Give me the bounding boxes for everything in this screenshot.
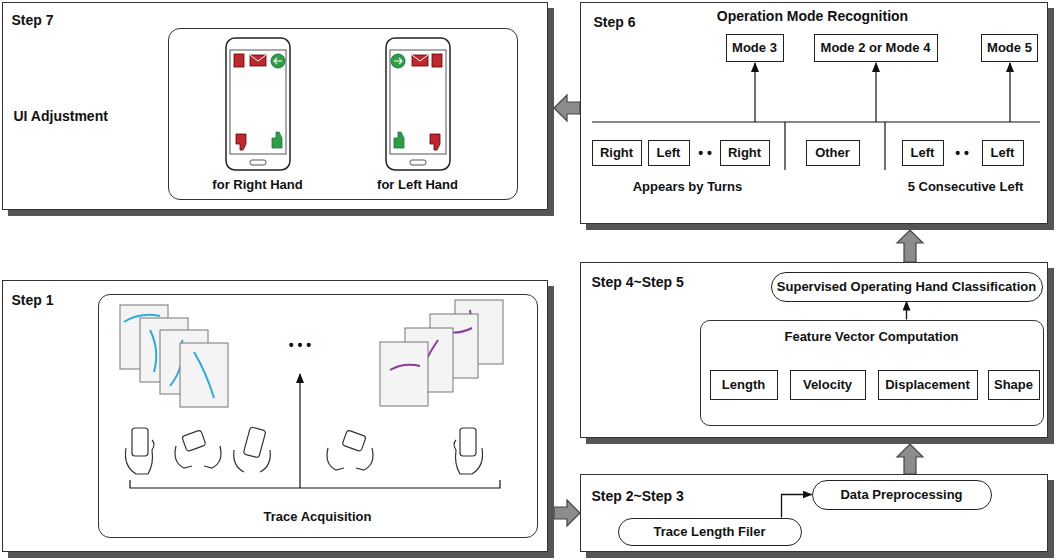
step-panel: Step 7 UI Adjustment for Right Hand for Lef… — [2, 2, 548, 210]
box-label: Mode 3 — [732, 39, 777, 56]
box-label: Length — [722, 376, 765, 393]
trace-cards-blue — [120, 305, 228, 407]
feature-box: Velocity — [790, 370, 866, 400]
feature-box: Displacement — [878, 370, 978, 400]
box-label: Supervised Operating Hand Classification — [777, 278, 1036, 295]
ellipsis-mark: • • • — [289, 337, 311, 354]
ellipsis-mark: • • — [698, 145, 712, 162]
process-box: Data Preprocessing — [812, 480, 992, 510]
hand-result-box: Right — [592, 140, 642, 166]
ellipsis-mark: • • — [955, 145, 969, 162]
box-label: Mode 5 — [987, 39, 1032, 56]
block-arrow — [897, 230, 923, 262]
text-label: Feature Vector Computation — [784, 328, 958, 345]
flow-arrow — [782, 495, 812, 518]
hand-result-box: Other — [806, 140, 860, 166]
box-label: Other — [815, 144, 850, 161]
hand-result-box: Left — [982, 140, 1024, 166]
box-label: Velocity — [803, 376, 852, 393]
mode-box: Mode 3 — [726, 34, 784, 62]
feature-box: Length — [710, 370, 778, 400]
phone-left-hand — [386, 38, 450, 170]
text-label: for Right Hand — [212, 176, 302, 193]
group-box: Feature Vector ComputationLength Velocity… — [700, 320, 1044, 426]
box-label: Right — [728, 144, 761, 161]
illustration-frame: Trace Acquisition — [98, 294, 538, 538]
step-label: Step 1 — [12, 292, 54, 309]
box-label: Left — [657, 144, 681, 161]
box-label: Data Preprocessing — [840, 486, 962, 503]
box-label: Left — [991, 144, 1015, 161]
text-label: for Left Hand — [377, 176, 458, 193]
trace-cards-purple — [380, 300, 503, 406]
text-label: 5 Consecutive Left — [908, 178, 1024, 195]
text-label: Appears by Turns — [633, 178, 743, 195]
step-panel: Step 6 Operation Mode RecognitionAppears … — [580, 2, 1048, 224]
box-label: Trace Length Filer — [654, 523, 766, 540]
step-panel: Step 2~Step 3 Data PreprocessingTrace Len… — [580, 474, 1048, 552]
step-label: UI Adjustment — [14, 108, 108, 125]
hand-icons — [125, 427, 482, 474]
process-box: Supervised Operating Hand Classification — [771, 272, 1043, 302]
block-arrow — [554, 500, 580, 526]
mode-box: Mode 5 — [981, 34, 1038, 62]
block-arrow — [554, 95, 580, 121]
mode-box: Mode 2 or Mode 4 — [814, 34, 938, 62]
flow-arrow — [906, 302, 907, 320]
phone-right-hand — [226, 38, 290, 170]
step-label: Step 2~Step 3 — [592, 488, 684, 505]
block-arrow — [897, 444, 923, 474]
feature-box: Shape — [988, 370, 1040, 400]
process-box: Trace Length Filer — [618, 518, 802, 546]
box-label: Right — [600, 144, 633, 161]
step-panel: Step 4~Step 5 Supervised Operating Hand C… — [580, 262, 1048, 438]
box-label: Left — [911, 144, 935, 161]
grouping-bracket — [592, 63, 1040, 170]
hand-result-box: Right — [720, 140, 770, 166]
step-label: Operation Mode Recognition — [717, 8, 908, 25]
hand-result-box: Left — [902, 140, 944, 166]
text-label: Trace Acquisition — [264, 508, 372, 525]
illustration-frame: for Right Hand for Left Hand — [168, 28, 518, 200]
hand-result-box: Left — [648, 140, 690, 166]
step-label: Step 4~Step 5 — [592, 274, 684, 291]
box-label: Shape — [994, 376, 1033, 393]
step-panel: Step 1 Trace Acquisition — [2, 280, 548, 552]
box-label: Displacement — [885, 376, 970, 393]
step-label: Step 7 — [12, 12, 54, 29]
acquisition-bracket — [130, 374, 500, 488]
step-label: Step 6 — [594, 14, 636, 31]
box-label: Mode 2 or Mode 4 — [821, 39, 931, 56]
